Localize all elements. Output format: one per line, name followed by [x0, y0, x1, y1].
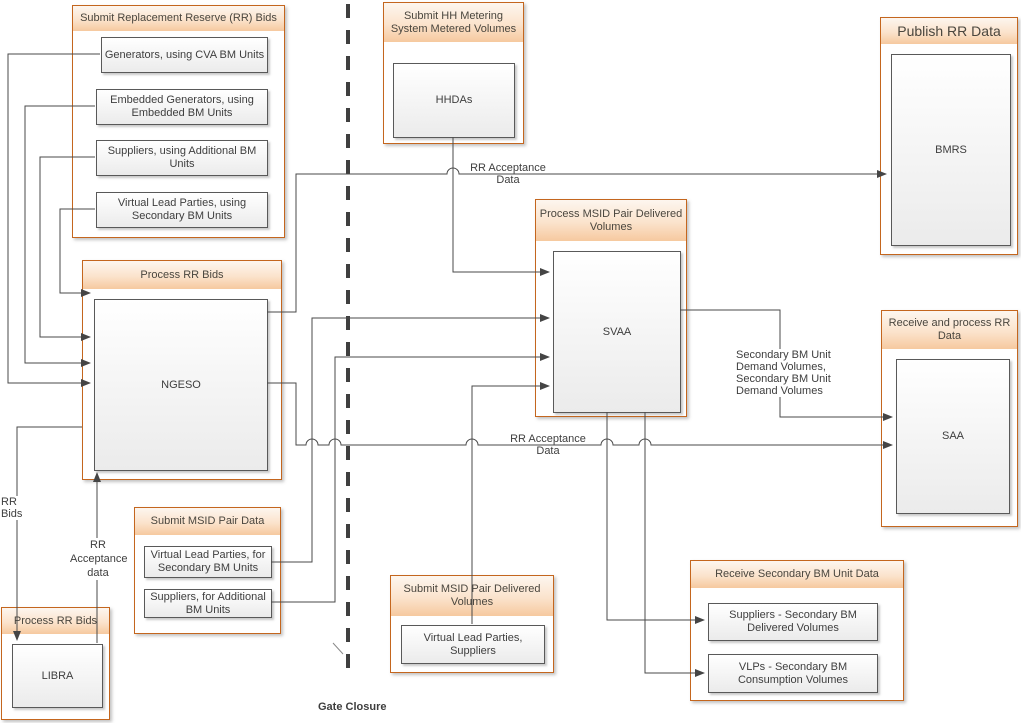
node-libra: LIBRA — [12, 644, 103, 708]
edge-label-secondary-bm-demand: Secondary BM Unit Demand Volumes, Second… — [736, 349, 840, 397]
group-title: Process RR Bids — [83, 261, 281, 289]
group-title: Publish RR Data — [881, 18, 1017, 44]
group-title: Submit MSID Pair Data — [135, 508, 280, 535]
edge-label-rr-bids: RR Bids — [1, 496, 39, 520]
edge-label-rr-acceptance-top: RR Acceptance Data — [470, 162, 546, 186]
group-submit-rr-bids: Submit Replacement Reserve (RR) Bids Gen… — [72, 5, 285, 238]
node-saa: SAA — [896, 359, 1010, 514]
group-process-rr-bids-ngeso: Process RR Bids NGESO — [82, 260, 282, 480]
edge-label-rr-acceptance-left: RR Acceptance data — [70, 538, 128, 580]
node-vlp-suppliers: Virtual Lead Parties, Suppliers — [401, 625, 545, 664]
node-vlps-secondary-consumption: VLPs - Secondary BM Consumption Volumes — [708, 654, 878, 693]
group-receive-secondary-bm-unit-data: Receive Secondary BM Unit Data Suppliers… — [690, 560, 904, 701]
group-title: Submit MSID Pair Delivered Volumes — [391, 576, 553, 616]
group-publish-rr-data: Publish RR Data BMRS — [880, 17, 1018, 255]
node-svaa: SVAA — [553, 251, 681, 413]
gate-closure-label: Gate Closure — [318, 701, 387, 713]
edge-label-rr-acceptance-mid: RR Acceptance Data — [510, 433, 586, 457]
group-title: Receive and process RR Data — [882, 311, 1017, 349]
group-submit-hh-metering: Submit HH Metering System Metered Volume… — [383, 2, 524, 144]
gate-closure-tick — [332, 642, 344, 655]
group-process-msid-pair-delivered: Process MSID Pair Delivered Volumes SVAA — [535, 199, 687, 417]
edge-suppliers-msid-to-svaa — [271, 353, 550, 603]
group-title: Process RR Bids — [2, 608, 109, 634]
group-submit-msid-pair-delivered: Submit MSID Pair Delivered Volumes Virtu… — [390, 575, 554, 673]
node-suppliers-for-additional: Suppliers, for Additional BM Units — [144, 589, 272, 618]
node-suppliers-secondary-delivered: Suppliers - Secondary BM Delivered Volum… — [708, 603, 878, 641]
node-bmrs: BMRS — [891, 54, 1011, 246]
group-title: Receive Secondary BM Unit Data — [691, 561, 903, 588]
node-embedded-generators: Embedded Generators, using Embedded BM U… — [96, 89, 268, 125]
group-receive-process-rr-data: Receive and process RR Data SAA — [881, 310, 1018, 527]
group-process-rr-bids-libra: Process RR Bids LIBRA — [1, 607, 110, 720]
node-vlp-secondary: Virtual Lead Parties, using Secondary BM… — [96, 192, 268, 228]
group-submit-msid-pair-data: Submit MSID Pair Data Virtual Lead Parti… — [134, 507, 281, 634]
node-vlp-for-secondary: Virtual Lead Parties, for Secondary BM U… — [144, 546, 272, 578]
node-suppliers-additional: Suppliers, using Additional BM Units — [96, 140, 268, 176]
node-hhdas: HHDAs — [393, 63, 515, 138]
node-ngeso: NGESO — [94, 299, 268, 471]
group-title: Process MSID Pair Delivered Volumes — [536, 200, 686, 241]
group-title: Submit Replacement Reserve (RR) Bids — [73, 6, 284, 31]
node-generators-cva: Generators, using CVA BM Units — [101, 37, 268, 73]
group-title: Submit HH Metering System Metered Volume… — [384, 3, 523, 42]
